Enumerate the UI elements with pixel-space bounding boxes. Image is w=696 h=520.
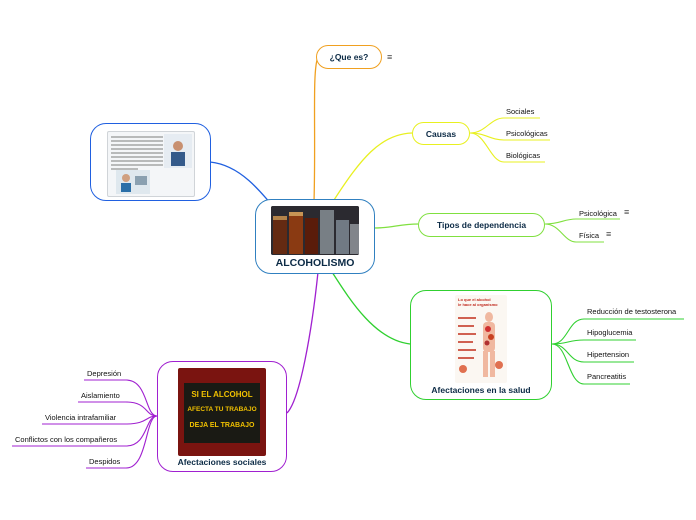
social-aislamiento[interactable]: Aislamiento [81,391,120,400]
salud-label: Afectaciones en la salud [431,385,531,395]
link-tipos-fisica [544,223,604,243]
link-causas-sociales [469,117,540,134]
link-sociales [286,271,319,414]
salud-testosterona[interactable]: Reducción de testosterona [587,307,677,316]
alcohol-glasses-image [271,206,359,255]
salud-pancreatitis[interactable]: Pancreatitis [587,372,627,381]
sign-line-2: AFECTA TU TRABAJO [187,406,257,413]
tipos-label: Tipos de dependencia [436,220,527,230]
text-document-image [107,131,195,197]
link-sociales-depresion [84,379,158,417]
que-es-label: ¿Que es? [329,52,369,62]
social-depresion[interactable]: Depresión [87,369,122,378]
salud-hipoglucemia[interactable]: Hipoglucemia [587,328,633,337]
link-salud-hipoglucemia [551,339,636,345]
causa-biologicas[interactable]: Biológicas [506,151,541,160]
central-node[interactable]: ALCOHOLISMO [255,199,375,274]
note-icon[interactable]: ≡ [624,207,630,217]
social-despidos[interactable]: Despidos [89,457,121,466]
sign-line-3: DEJA EL TRABAJO [189,422,255,429]
tipo-fisica[interactable]: Física [579,231,600,240]
note-icon[interactable]: ≡ [387,52,393,62]
salud-node[interactable]: Lo que el alcohol le hace al organismo A… [410,290,552,400]
social-conflictos[interactable]: Conflictos con los compañeros [15,435,118,444]
image-node[interactable] [90,123,211,201]
infographic-title-2: le hace al organismo [458,302,498,307]
link-salud [331,271,411,345]
link-causas-biologicas [469,132,545,163]
causas-label: Causas [425,129,457,139]
sociales-label: Afectaciones sociales [177,457,267,467]
link-sociales-despidos [86,415,158,469]
sociales-node[interactable]: SI EL ALCOHOL AFECTA TU TRABAJO DEJA EL … [157,361,287,472]
tipo-psicologica[interactable]: Psicológica [579,209,617,218]
link-sociales-aislamiento [78,401,158,417]
link-salud-testosterona [551,318,684,345]
social-violencia[interactable]: Violencia intrafamiliar [45,413,117,422]
infographic-title-1: Lo que el alcohol [458,297,491,302]
causa-psicologicas[interactable]: Psicológicas [506,129,548,138]
central-label: ALCOHOLISMO [275,257,355,269]
causas-node[interactable]: Causas [412,122,470,145]
body-infographic-image: Lo que el alcohol le hace al organismo [455,295,507,383]
link-salud-pancreatitis [551,343,630,385]
link-que-es [313,56,319,203]
que-es-node[interactable]: ¿Que es? [316,45,382,69]
link-tipos [373,223,419,229]
note-icon[interactable]: ≡ [606,229,612,239]
link-causas-psicologicas [469,132,550,141]
link-causas [333,132,413,201]
link-tipos-psicologica [544,218,620,225]
alcohol-sign-image: SI EL ALCOHOL AFECTA TU TRABAJO DEJA EL … [178,368,266,456]
tipos-node[interactable]: Tipos de dependencia [418,213,545,237]
causa-sociales[interactable]: Sociales [506,107,535,116]
salud-hipertension[interactable]: Hipertension [587,350,630,359]
sign-line-1: SI EL ALCOHOL [191,390,253,399]
